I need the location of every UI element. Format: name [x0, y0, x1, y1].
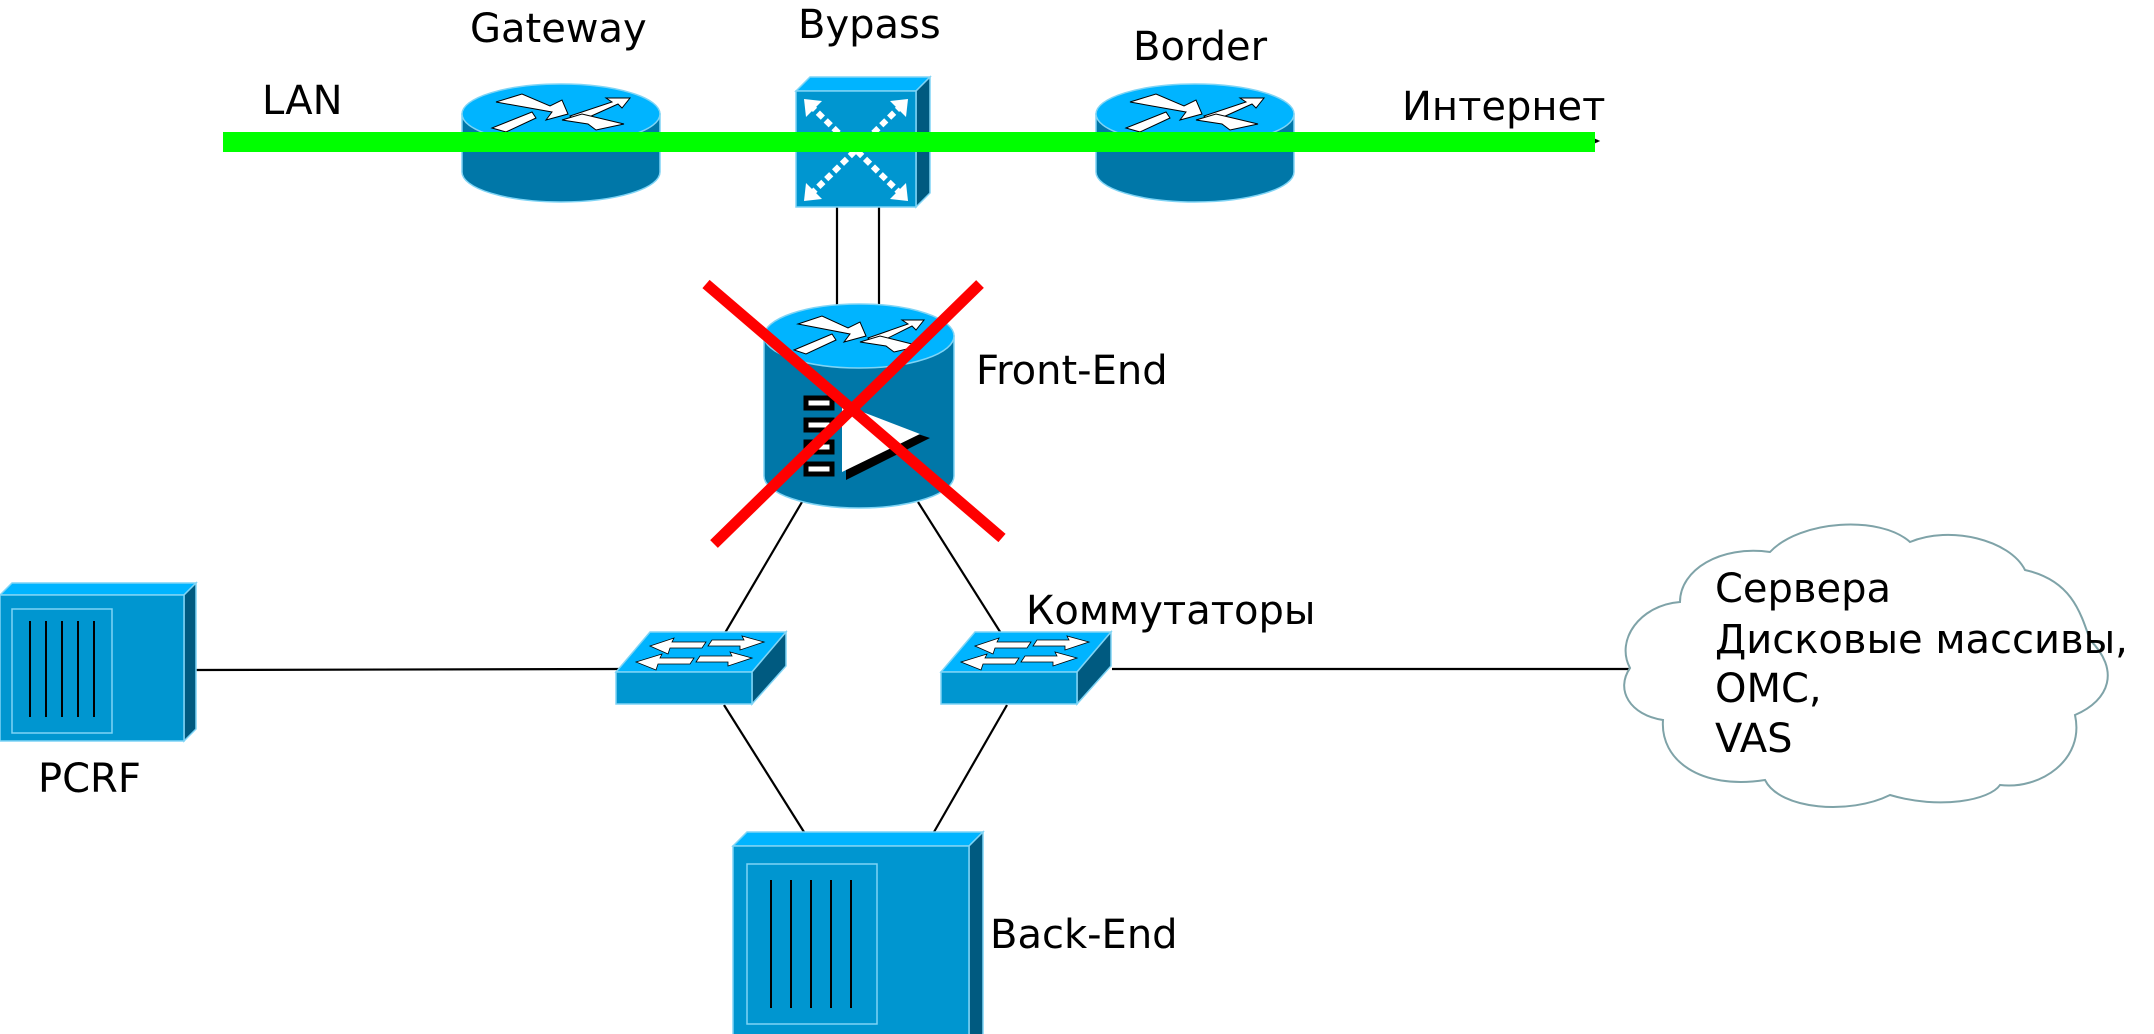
cloud-line-disk-arrays: Дисковые массивы,: [1715, 617, 2128, 663]
gateway-label: Gateway: [470, 6, 647, 52]
bypass-label: Bypass: [798, 2, 941, 48]
cloud-line-vas: VAS: [1715, 716, 1793, 762]
disabled-cross-icon: [702, 279, 1006, 548]
switches-label: Коммутаторы: [1026, 588, 1315, 634]
frontend-label: Front-End: [976, 348, 1168, 394]
cloud-line-omc: OMC,: [1715, 666, 1822, 712]
link-switch2-backend: [933, 704, 1008, 833]
border-label: Border: [1133, 24, 1268, 70]
backend-label: Back-End: [990, 912, 1178, 958]
link-switch1-backend: [723, 704, 805, 833]
link-switch1-pcrf: [195, 667, 621, 672]
services-cloud-icon[interactable]: [1623, 523, 2109, 808]
link-frontend-switch2: [917, 501, 1005, 639]
cloud-line-servers: Сервера: [1715, 566, 1891, 612]
internet-label: Интернет: [1402, 84, 1605, 130]
switch-2-icon[interactable]: [939, 629, 1113, 706]
backend-server-icon[interactable]: [731, 830, 985, 1034]
pcrf-label: PCRF: [38, 756, 141, 802]
traffic-path-highlight: [223, 132, 1595, 152]
switch-1-icon[interactable]: [614, 629, 788, 706]
pcrf-server-icon[interactable]: [0, 581, 198, 743]
lan-label: LAN: [262, 78, 343, 124]
link-frontend-switch1: [721, 501, 803, 639]
